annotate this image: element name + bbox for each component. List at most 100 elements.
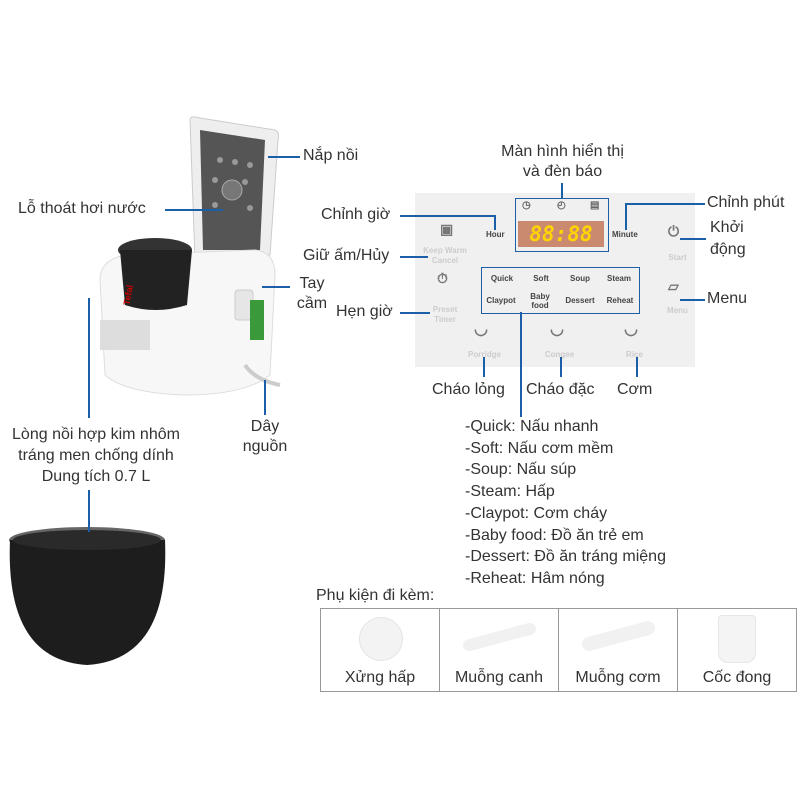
leader-line bbox=[165, 209, 223, 211]
accessory-measuring-cup: Cốc đong bbox=[678, 609, 796, 691]
timer-button-icon: ⏱ bbox=[437, 270, 448, 286]
accessory-label: Cốc đong bbox=[702, 669, 772, 686]
steamer-image bbox=[359, 617, 403, 661]
leader-line bbox=[400, 256, 428, 258]
porridge-button[interactable]: Porridge bbox=[468, 350, 501, 359]
label-start: Khởi động bbox=[710, 217, 746, 261]
keep-warm-text: Keep Warm bbox=[423, 246, 467, 255]
leader-line bbox=[400, 312, 430, 314]
leader-line bbox=[680, 299, 705, 301]
menu-list-item: -Soup: Nấu súp bbox=[465, 461, 577, 479]
menu-button[interactable]: Menu bbox=[667, 306, 688, 315]
accessory-steamer: Xửng hấp bbox=[321, 609, 440, 691]
label-handle: Tay cầm bbox=[292, 274, 332, 314]
timer-text: Timer bbox=[434, 315, 456, 324]
mode-dessert[interactable]: Dessert bbox=[565, 296, 595, 305]
label-inner-pot: Lòng nồi hợp kim nhôm tráng men chống dí… bbox=[0, 424, 192, 487]
label-timer: Hẹn giờ bbox=[336, 303, 393, 320]
label-rice: Cơm bbox=[617, 381, 653, 398]
label-hour: Chỉnh giờ bbox=[321, 206, 391, 223]
power-icon: ⏻ bbox=[668, 223, 680, 239]
inner-pot-image bbox=[9, 527, 166, 665]
leader-line bbox=[680, 238, 706, 240]
label-handle-1: Tay bbox=[299, 275, 325, 292]
rice-cooker-image bbox=[99, 116, 281, 396]
porridge-icon: ◡ bbox=[474, 321, 488, 338]
accessory-rice-paddle: Muỗng cơm bbox=[559, 609, 678, 691]
congee-icon: ◡ bbox=[550, 321, 564, 338]
menu-list: -Quick: Nấu nhanh -Soft: Nấu cơm mềm -So… bbox=[465, 416, 666, 590]
leader-line bbox=[88, 298, 90, 418]
led-display: 88:88 bbox=[518, 221, 604, 247]
label-display: Màn hình hiển thị và đèn báo bbox=[490, 142, 635, 182]
rice-button[interactable]: Rice bbox=[626, 350, 643, 359]
menu-list-item: -Steam: Hấp bbox=[465, 483, 555, 501]
label-power-cord: Dây nguồn bbox=[235, 417, 295, 457]
timer-icon: ◴ bbox=[557, 200, 566, 211]
menu-list-item: -Dessert: Đồ ăn tráng miệng bbox=[465, 548, 666, 566]
accessory-label: Muỗng cơm bbox=[575, 669, 661, 686]
mode-steam[interactable]: Steam bbox=[606, 274, 631, 283]
label-congee: Cháo đặc bbox=[526, 381, 595, 398]
leader-line bbox=[483, 357, 485, 377]
leader-line bbox=[268, 156, 300, 158]
accessory-soup-ladle: Muỗng canh bbox=[440, 609, 559, 691]
rice-icon: ◡ bbox=[624, 321, 638, 338]
menu-icon: ▱ bbox=[668, 278, 679, 294]
label-inner-pot-3: Dung tích 0.7 L bbox=[41, 468, 151, 485]
label-lid: Nắp nồi bbox=[303, 147, 359, 164]
leader-line bbox=[262, 286, 290, 288]
mode-soup[interactable]: Soup bbox=[570, 274, 590, 283]
label-start-1: Khởi bbox=[710, 219, 744, 236]
mode-claypot[interactable]: Claypot bbox=[486, 296, 516, 305]
minute-button[interactable]: Minute bbox=[612, 230, 638, 239]
label-start-2: động bbox=[710, 241, 746, 258]
accessories-title: Phụ kiện đi kèm: bbox=[316, 587, 435, 604]
hour-button[interactable]: Hour bbox=[486, 230, 505, 239]
measuring-cup-image bbox=[718, 615, 756, 663]
mode-baby-food[interactable]: Baby food bbox=[530, 292, 550, 310]
accessory-label: Muỗng canh bbox=[454, 669, 544, 686]
label-keep-warm: Giữ ấm/Hủy bbox=[303, 247, 390, 264]
accessory-label: Xửng hấp bbox=[344, 669, 416, 686]
label-menu: Menu bbox=[707, 290, 748, 307]
accessories-table: Xửng hấp Muỗng canh Muỗng cơm Cốc đong bbox=[320, 608, 797, 692]
leader-line bbox=[560, 357, 562, 377]
paddle-image bbox=[580, 619, 657, 653]
leader-line bbox=[625, 203, 705, 205]
label-cord-2: nguồn bbox=[242, 438, 288, 455]
leader-line bbox=[400, 215, 494, 217]
leader-line bbox=[264, 380, 266, 415]
label-inner-pot-1: Lòng nồi hợp kim nhôm bbox=[12, 426, 180, 443]
preset-text: Preset bbox=[432, 305, 458, 314]
label-inner-pot-2: tráng men chống dính bbox=[18, 447, 174, 464]
keep-warm-icon: ▣ bbox=[440, 221, 454, 237]
ladle-image bbox=[461, 621, 538, 653]
mode-soft[interactable]: Soft bbox=[533, 274, 549, 283]
mode-quick[interactable]: Quick bbox=[490, 274, 514, 283]
leader-line bbox=[636, 357, 638, 377]
mode-reheat[interactable]: Reheat bbox=[606, 296, 634, 305]
leader-line bbox=[625, 203, 627, 230]
clock-icon: ◷ bbox=[522, 200, 531, 211]
menu-list-item: -Soft: Nấu cơm mềm bbox=[465, 439, 614, 457]
label-display-2: và đèn báo bbox=[522, 163, 603, 180]
leader-line bbox=[561, 183, 563, 198]
cancel-text: Cancel bbox=[431, 256, 459, 265]
leader-line bbox=[494, 215, 496, 230]
label-minute: Chỉnh phút bbox=[707, 194, 785, 211]
label-display-1: Màn hình hiển thị bbox=[501, 143, 624, 160]
menu-list-item: -Claypot: Cơm cháy bbox=[465, 504, 608, 522]
label-cord-1: Dây bbox=[250, 418, 280, 435]
start-button[interactable]: Start bbox=[668, 253, 687, 262]
menu-list-item: -Baby food: Đồ ăn trẻ em bbox=[465, 526, 644, 544]
label-steam-vent: Lỗ thoát hơi nước bbox=[18, 200, 146, 217]
warm-icon: ▤ bbox=[590, 200, 600, 211]
label-porridge: Cháo lỏng bbox=[432, 381, 505, 398]
congee-button[interactable]: Congee bbox=[544, 350, 575, 359]
menu-list-item: -Reheat: Hâm nóng bbox=[465, 569, 605, 587]
label-handle-2: cầm bbox=[296, 295, 328, 312]
